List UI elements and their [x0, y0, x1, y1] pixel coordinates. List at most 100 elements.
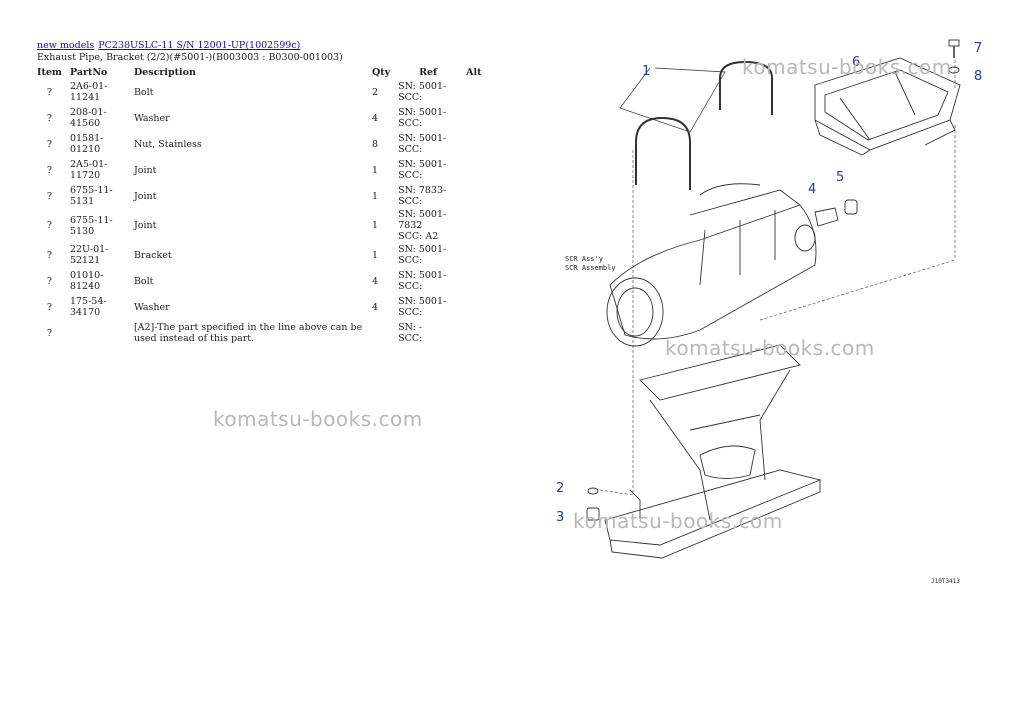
cell-partno: 2A5-01-11720 [69, 159, 108, 181]
cell-description: Nut, Stainless [133, 138, 202, 150]
cell-ref: SN: 7833-SCC: [394, 183, 462, 209]
cell-partno: 175-54-34170 [69, 296, 107, 318]
table-row: ? [A2]-The part specified in the line abo… [33, 320, 490, 346]
header-qty: Qty [371, 67, 391, 78]
ref-scc: SCC: [398, 255, 423, 266]
ref-scc: SCC: [398, 118, 423, 129]
header-description: Description [133, 67, 196, 78]
callout-3: 3 [556, 510, 564, 525]
header-alt: Alt [466, 67, 482, 78]
ref-serial: SN: - [398, 322, 423, 333]
ref-serial: SN: 5001- [398, 107, 447, 118]
ref-serial: SN: 5001-7832 [398, 209, 447, 231]
cell-ref: SN: 5001-SCC: [394, 294, 462, 320]
watermark-2: komatsu-books.com [665, 336, 875, 360]
callout-5: 5 [836, 170, 844, 185]
drawing-number: J10T3413 [931, 578, 960, 585]
cell-description: Joint [133, 220, 157, 231]
cell-qty: 4 [371, 112, 378, 124]
cell-alt [462, 131, 490, 157]
ref-serial: SN: 5001- [398, 296, 447, 307]
cell-qty [368, 320, 394, 346]
cell-description: Joint [133, 164, 157, 176]
table-row: ? 01581-01210 Nut, Stainless 8 SN: 5001-SCC: [33, 131, 490, 157]
cell-qty: 4 [371, 301, 378, 313]
breadcrumb-link-model[interactable]: PC238USLC-11 S/N 12001-UP(1002599c) [98, 40, 301, 51]
breadcrumb-link-new-models[interactable]: new models [37, 40, 95, 51]
ref-serial: SN: 5001- [398, 270, 447, 281]
cell-qty: 8 [371, 138, 378, 150]
cell-item: ? [46, 138, 53, 150]
cell-ref: SN: 5001-SCC: [394, 157, 462, 183]
table-row: ? 2A6-01-11241 Bolt 2 SN: 5001-SCC: [33, 79, 490, 105]
ref-scc: SCC: [398, 144, 423, 155]
cell-ref: SN: 5001-SCC: [394, 79, 462, 105]
cell-item: ? [46, 164, 53, 176]
ref-serial: SN: 5001- [398, 159, 447, 170]
cell-qty: 1 [371, 249, 378, 261]
header-partno: PartNo [69, 67, 108, 78]
cell-alt [462, 105, 490, 131]
ref-serial: SN: 5001- [398, 244, 447, 255]
cell-qty: 1 [371, 190, 378, 202]
cell-description: Joint [133, 190, 157, 202]
cell-description: Washer [133, 112, 170, 124]
callout-6: 6 [852, 55, 860, 70]
ref-serial: SN: 5001- [398, 133, 447, 144]
cell-alt [462, 157, 490, 183]
cell-item: ? [46, 190, 53, 202]
table-header-row: Item PartNo Description Qty Ref Alt [33, 66, 490, 79]
cell-alt [462, 294, 490, 320]
callout-7: 7 [974, 41, 982, 56]
cell-qty: 1 [371, 164, 378, 176]
table-row: ? 2A5-01-11720 Joint 1 SN: 5001-SCC: [33, 157, 490, 183]
cell-description: [A2]-The part specified in the line abov… [133, 322, 363, 344]
cell-description: Bracket [133, 249, 172, 261]
cell-partno: 01581-01210 [69, 133, 104, 155]
cell-alt [462, 242, 490, 268]
cell-partno: 2A6-01-11241 [69, 81, 108, 103]
cell-item: ? [46, 275, 53, 287]
cell-item: ? [46, 249, 53, 261]
ref-scc: SCC: [398, 281, 423, 292]
cell-alt [462, 268, 490, 294]
cell-qty: 4 [371, 275, 378, 287]
cell-description: Bolt [133, 86, 154, 98]
callout-8: 8 [974, 69, 982, 84]
cell-item: ? [46, 220, 53, 231]
cell-ref: SN: 5001-SCC: [394, 268, 462, 294]
callout-4: 4 [808, 182, 816, 197]
ref-scc: SCC: [398, 333, 423, 344]
watermark-4: komatsu-books.com [573, 509, 783, 533]
cell-description: Washer [133, 301, 170, 313]
table-row: ? 175-54-34170 Washer 4 SN: 5001-SCC: [33, 294, 490, 320]
cell-alt [462, 320, 490, 346]
ref-scc: SCC: [398, 196, 423, 207]
ref-scc: SCC: [398, 307, 423, 318]
cell-item: ? [46, 86, 53, 98]
parts-diagram: 1 2 3 4 5 6 7 8 SCR Ass'y SCR Assembly [556, 39, 982, 559]
cell-item: ? [46, 112, 53, 124]
page-subtitle: Exhaust Pipe, Bracket (2/2)(#5001-)(B003… [37, 52, 343, 63]
cell-alt [462, 79, 490, 105]
ref-scc: SCC: [398, 92, 423, 103]
scr-label-1: SCR Ass'y [565, 255, 603, 263]
header-item: Item [37, 67, 62, 78]
cell-ref: SN: 5001-SCC: [394, 131, 462, 157]
callout-2: 2 [556, 481, 564, 496]
cell-item: ? [46, 327, 53, 339]
ref-scc: SCC: A2 [398, 231, 439, 242]
ref-serial: SN: 7833- [398, 185, 447, 196]
scr-label-2: SCR Assembly [565, 264, 616, 272]
cell-partno: 01010-81240 [69, 270, 104, 292]
cell-qty: 2 [371, 86, 378, 98]
cell-item: ? [46, 301, 53, 313]
cell-ref: SN: 5001-SCC: [394, 242, 462, 268]
cell-partno: 6755-11-5130 [69, 214, 113, 237]
header-ref: Ref [419, 67, 438, 78]
cell-ref: SN: 5001-SCC: [394, 105, 462, 131]
